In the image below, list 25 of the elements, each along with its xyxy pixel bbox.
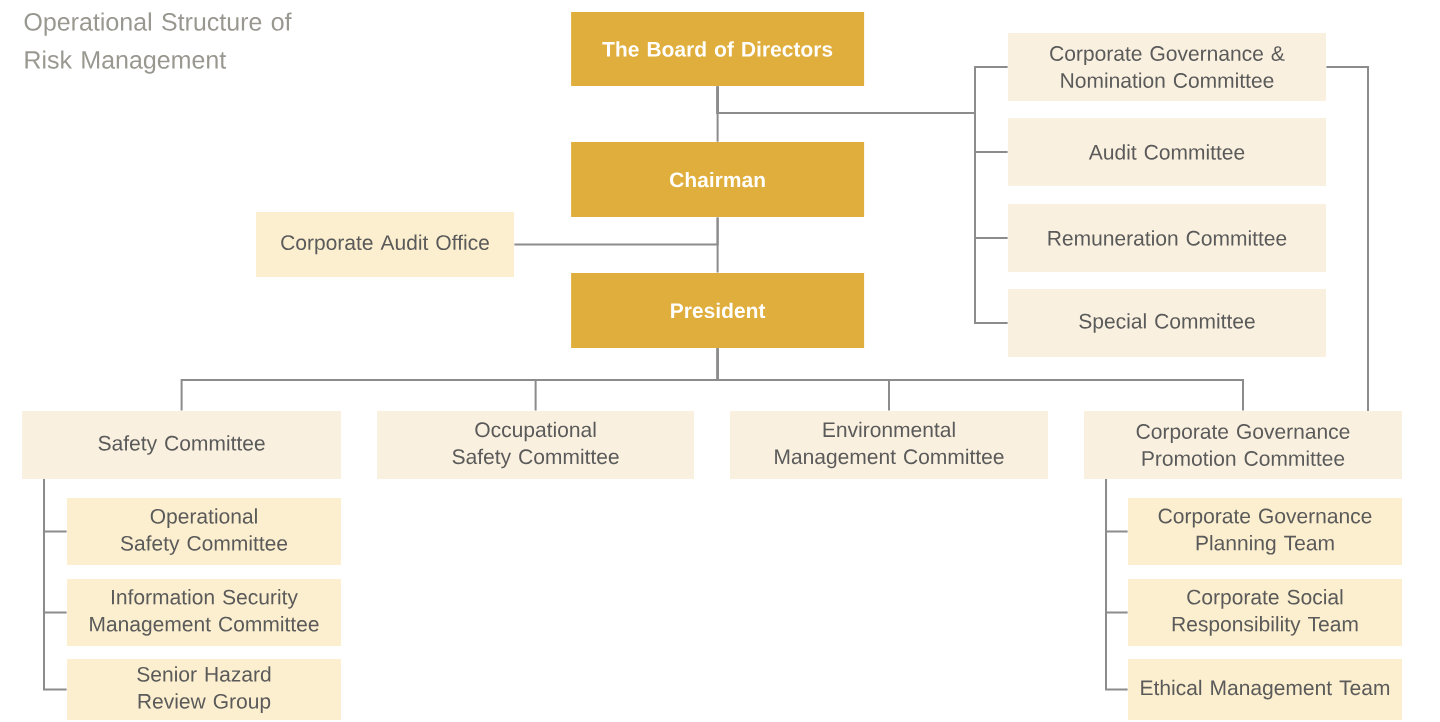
connector-line (43, 478, 68, 691)
unit-box: Ethical Management Team (1128, 659, 1402, 721)
unit-box: Senior Hazard Review Group (67, 659, 341, 721)
committee-box: Occupational Safety Committee (377, 411, 695, 479)
committee-box: Corporate Governance & Nomination Committee (1008, 33, 1326, 101)
unit-box: Corporate Social Responsibility Team (1128, 578, 1402, 646)
unit-box: Information Security Management Committee (67, 578, 341, 646)
committee-box: Environmental Management Committee (730, 411, 1048, 479)
committee-box: Special Committee (1008, 289, 1326, 357)
title-box: President (571, 272, 865, 348)
unit-box: Corporate Governance Planning Team (1128, 498, 1402, 566)
connector-line (716, 216, 719, 274)
committee-box: Corporate Governance Promotion Committee (1084, 411, 1402, 479)
title-box: Chairman (571, 142, 865, 218)
title-text: Operational Structure of Risk Management (24, 12, 292, 74)
committee-box: Safety Committee (22, 411, 342, 479)
connector-line (1105, 478, 1129, 691)
title-box: The Board of Directors (571, 12, 865, 86)
unit-box: Corporate Audit Office (256, 211, 514, 277)
unit-box: Operational Safety Committee (67, 498, 341, 566)
committee-box: Remuneration Committee (1008, 204, 1326, 272)
connector-line (716, 347, 1244, 412)
committee-box: Audit Committee (1008, 118, 1326, 186)
connector-line (1325, 66, 1369, 412)
connector-line (716, 85, 1009, 324)
